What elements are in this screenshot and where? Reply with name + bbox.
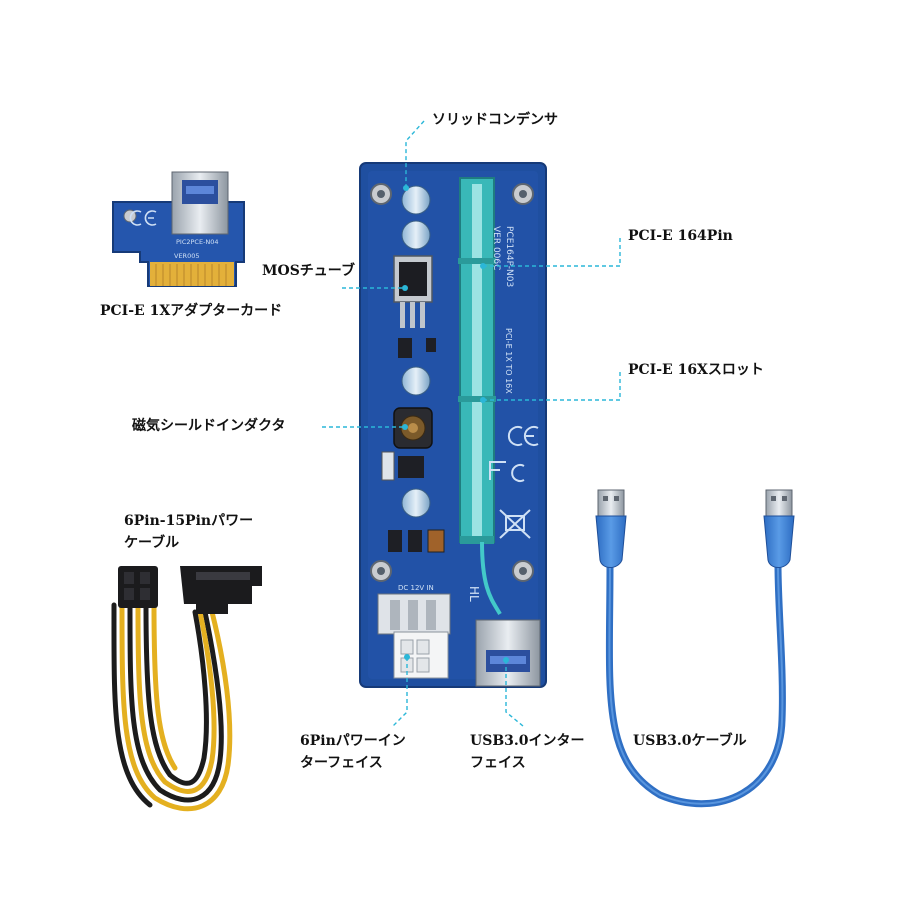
- riser-board: PCE164P-N03 VER 006C PCI-E 1X TO 16X DC …: [359, 162, 547, 688]
- callout-usb-interface: [505, 660, 524, 727]
- board-spec-text: PCI-E 1X TO 16X: [504, 328, 513, 394]
- power-cable-6pin-15pin: [111, 566, 262, 812]
- small-component: [398, 338, 412, 358]
- label-solid-capacitor: ソリッドコンデンサ: [432, 112, 558, 128]
- solid-capacitors: [401, 185, 431, 518]
- hl-mark-text: HL: [467, 586, 481, 602]
- label-mos-tube: MOSチューブ: [262, 263, 355, 279]
- callout-capacitor: [405, 120, 425, 188]
- label-pcie-164pin: PCI-E 164Pin: [628, 228, 733, 244]
- label-power-cable-line1: 6Pin-15Pinパワー: [124, 513, 254, 529]
- shielded-inductor: [393, 407, 433, 449]
- board-version-text: VER 006C: [491, 226, 501, 270]
- label-power-cable-line2: ケーブル: [124, 535, 180, 551]
- board-model-text: PCE164P-N03: [504, 226, 514, 287]
- callout-lines: [322, 120, 621, 727]
- usb3-cable: [595, 489, 795, 808]
- pcie-16x-slot: [458, 177, 496, 544]
- adapter-version-text: VER005: [174, 252, 199, 260]
- label-usb3-cable: USB3.0ケーブル: [633, 733, 747, 749]
- pcie-1x-adapter-card: PIC2PCE-N04 VER005: [112, 171, 245, 287]
- label-pcie-16x-slot: PCI-E 16Xスロット: [628, 362, 764, 378]
- label-usb-interface-line1: USB3.0インター: [470, 733, 585, 749]
- ic-chip: [381, 451, 424, 481]
- callout-pcie-16x: [483, 372, 621, 401]
- bottom-components: [388, 529, 445, 553]
- label-usb-interface-line2: フェイス: [470, 755, 526, 771]
- small-component: [426, 338, 436, 352]
- label-6pin-interface-line1: 6Pinパワーイン: [300, 733, 406, 749]
- label-adapter-card: PCI-E 1Xアダプターカード: [100, 303, 283, 319]
- adapter-model-text: PIC2PCE-N04: [176, 238, 219, 246]
- usb3-port: [475, 619, 541, 687]
- power-connector-6pin: [377, 593, 451, 679]
- certification-marks: [489, 426, 539, 539]
- callout-dots: [402, 185, 509, 663]
- mounting-holes: [370, 183, 534, 582]
- callout-pcie-164pin: [483, 238, 621, 267]
- label-6pin-interface-line2: ターフェイス: [300, 755, 383, 771]
- label-inductor: 磁気シールドインダクタ: [132, 418, 286, 434]
- power-in-text: DC 12V IN: [398, 584, 434, 592]
- slot-trace: [480, 541, 502, 615]
